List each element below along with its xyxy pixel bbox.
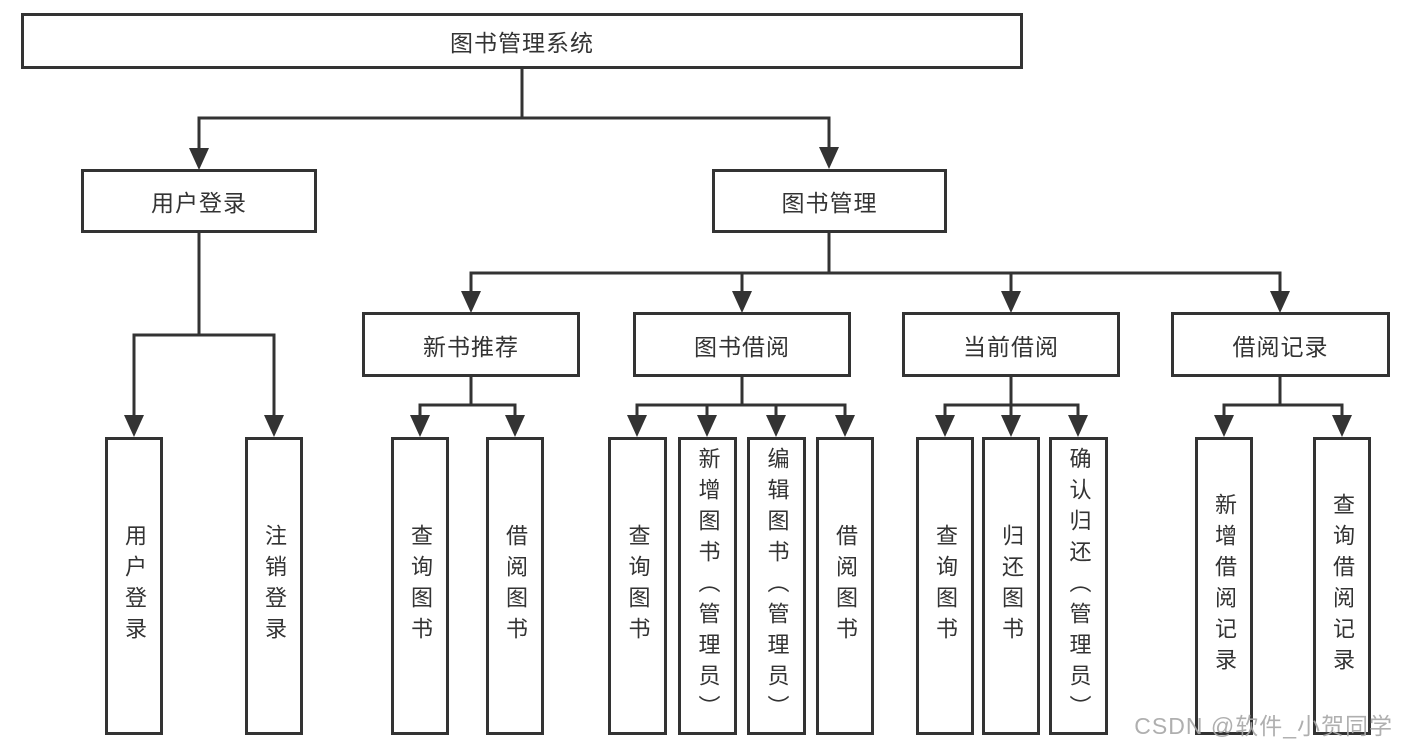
node-borrow-books: 借阅图书 bbox=[486, 437, 544, 735]
node-user-login: 用户登录 bbox=[105, 437, 163, 735]
node-current-borrowing: 当前借阅 bbox=[902, 312, 1120, 377]
node-query-borrow-record: 查询借阅记录 bbox=[1313, 437, 1371, 735]
arrow-icon bbox=[124, 415, 144, 437]
arrow-icon bbox=[461, 291, 481, 313]
arrow-icon bbox=[264, 415, 284, 437]
arrow-icon bbox=[1332, 415, 1352, 437]
arrow-icon bbox=[1214, 415, 1234, 437]
node-edit-books-admin: 编辑图书（管理员） bbox=[747, 437, 806, 735]
arrow-icon bbox=[189, 148, 209, 170]
node-logout: 注销登录 bbox=[245, 437, 303, 735]
arrow-icon bbox=[835, 415, 855, 437]
arrow-icon bbox=[1068, 415, 1088, 437]
node-add-books-admin: 新增图书（管理员） bbox=[678, 437, 737, 735]
node-query-books: 查询图书 bbox=[391, 437, 449, 735]
arrow-icon bbox=[627, 415, 647, 437]
arrow-icon bbox=[935, 415, 955, 437]
arrow-icon bbox=[819, 147, 839, 169]
node-book-borrowing: 图书借阅 bbox=[633, 312, 851, 377]
node-borrowing-records: 借阅记录 bbox=[1171, 312, 1390, 377]
node-confirm-return-admin: 确认归还（管理员） bbox=[1049, 437, 1108, 735]
node-return-books: 归还图书 bbox=[982, 437, 1040, 735]
node-borrow-books: 借阅图书 bbox=[816, 437, 874, 735]
csdn-watermark: CSDN @软件_小贺同学 bbox=[1134, 713, 1393, 739]
node-user-login-module: 用户登录 bbox=[81, 169, 317, 233]
arrow-icon bbox=[1270, 291, 1290, 313]
arrow-icon bbox=[410, 415, 430, 437]
node-add-borrow-record: 新增借阅记录 bbox=[1195, 437, 1253, 735]
node-book-management-module: 图书管理 bbox=[712, 169, 947, 233]
arrowheads bbox=[124, 147, 1352, 437]
arrow-icon bbox=[766, 415, 786, 437]
arrow-icon bbox=[732, 291, 752, 313]
node-library-management-system: 图书管理系统 bbox=[21, 13, 1023, 69]
node-query-books: 查询图书 bbox=[916, 437, 974, 735]
node-query-books: 查询图书 bbox=[608, 437, 667, 735]
arrow-icon bbox=[1001, 291, 1021, 313]
arrow-icon bbox=[505, 415, 525, 437]
arrow-icon bbox=[1001, 415, 1021, 437]
node-new-book-recommendation: 新书推荐 bbox=[362, 312, 580, 377]
arrow-icon bbox=[697, 415, 717, 437]
